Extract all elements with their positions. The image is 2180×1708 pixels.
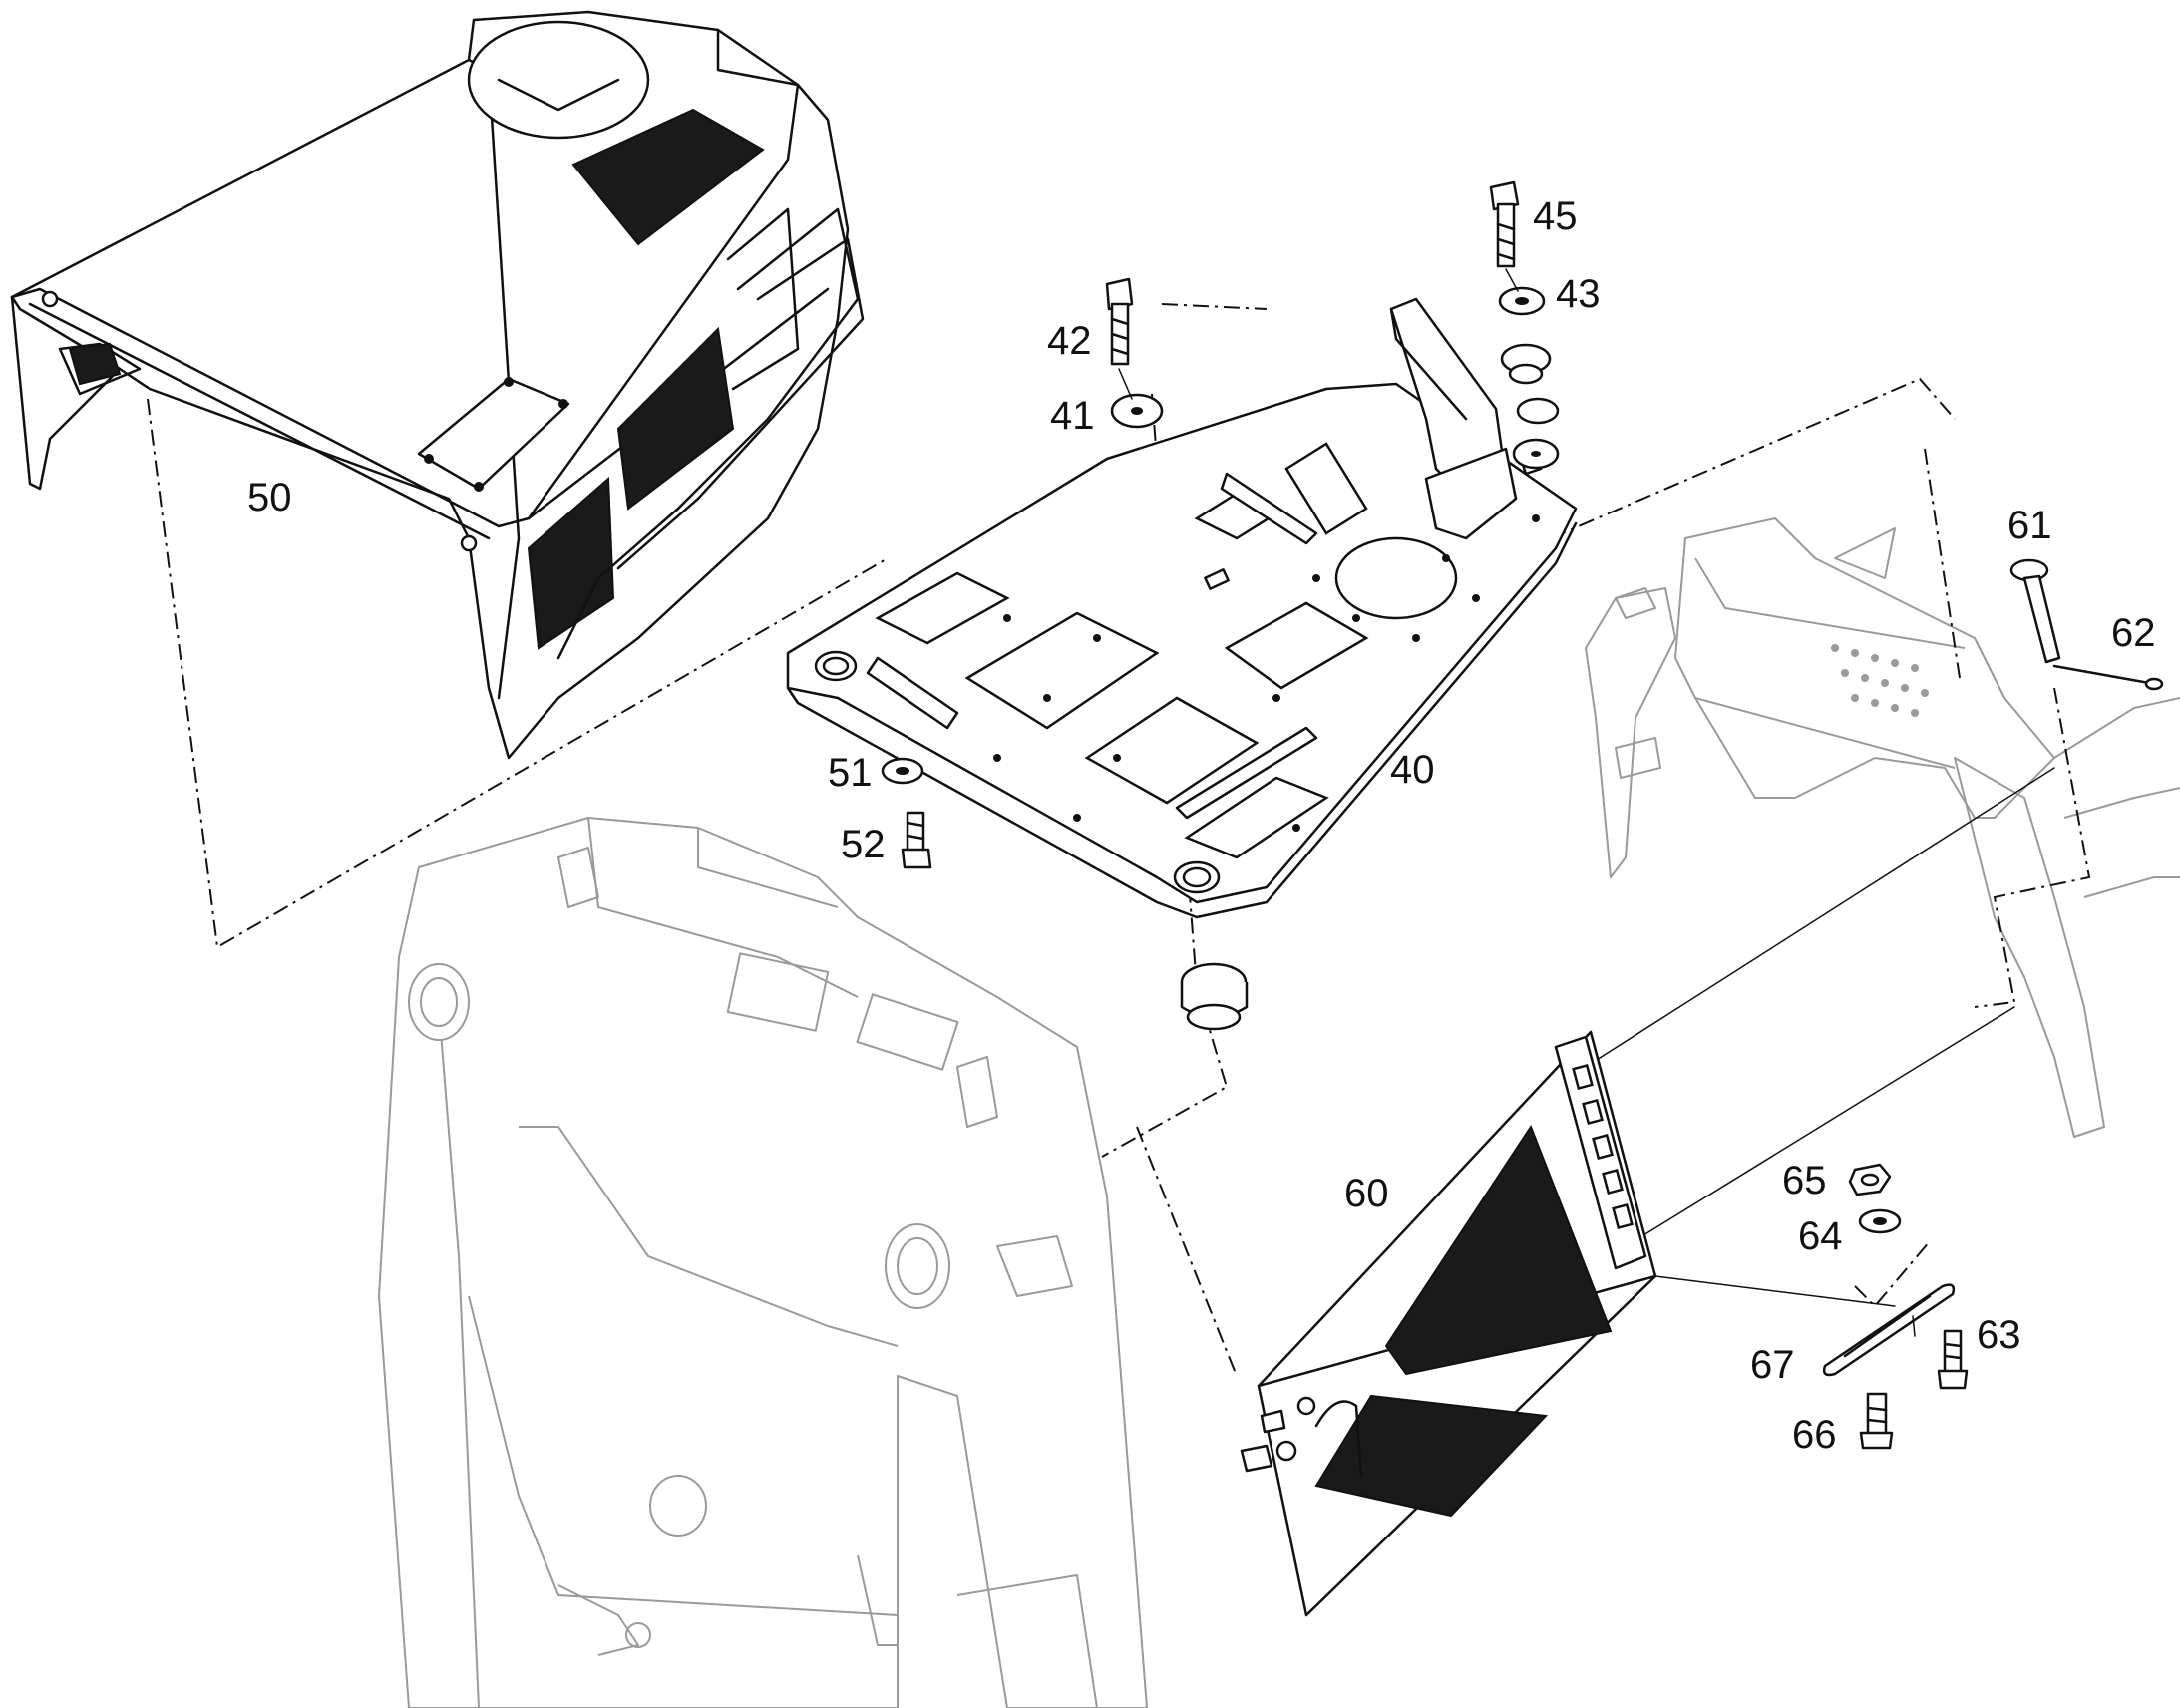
callout-65: 65: [1782, 1159, 1827, 1202]
callout-42: 42: [1047, 319, 1092, 363]
callout-51: 51: [828, 751, 873, 795]
callout-43: 43: [1556, 272, 1601, 316]
callout-40: 40: [1390, 748, 1435, 792]
cover-hood-part-50: [10, 10, 865, 760]
rubber-mount-lower: [1180, 962, 1249, 1031]
leader-lines: [1118, 268, 1916, 1337]
mounting-plate-part-40: [786, 297, 1578, 919]
callout-60: 60: [1344, 1172, 1389, 1215]
rubber-mount-stack: [1500, 343, 1560, 470]
callout-66: 66: [1792, 1413, 1837, 1457]
washer-part-43: [1498, 286, 1546, 316]
nut-part-65: [1848, 1163, 1892, 1196]
washer-part-51: [881, 757, 924, 785]
bolt-part-52: [901, 811, 932, 869]
washer-part-64: [1858, 1208, 1902, 1234]
callout-61: 61: [2007, 504, 2052, 547]
assembly-lines: [147, 303, 2091, 1377]
slotted-strap-part-67: [1822, 1283, 1956, 1377]
callout-labels: 50 42 41 45 43 40 51 52 61 62 60 65 64 6…: [247, 194, 2156, 1457]
bolt-part-45: [1489, 180, 1520, 268]
callout-41: 41: [1050, 394, 1095, 438]
callout-67: 67: [1750, 1343, 1795, 1387]
callout-45: 45: [1533, 194, 1578, 238]
callout-50: 50: [247, 476, 292, 519]
pin-part-61: [2009, 558, 2061, 664]
bolt-part-42: [1105, 277, 1134, 366]
bolt-part-66: [1859, 1392, 1894, 1450]
machine-frame-ghost: [378, 817, 1148, 1708]
callout-62: 62: [2111, 611, 2156, 655]
washer-part-41: [1110, 393, 1164, 429]
callout-52: 52: [841, 823, 886, 866]
mesh-panel-part-60: [1240, 1030, 1657, 1617]
cotter-pin-part-62: [2052, 664, 2164, 691]
side-frame-ghost: [1585, 517, 2180, 1138]
callout-64: 64: [1798, 1214, 1843, 1258]
bolt-part-63: [1937, 1329, 1969, 1390]
callout-63: 63: [1977, 1313, 2021, 1357]
